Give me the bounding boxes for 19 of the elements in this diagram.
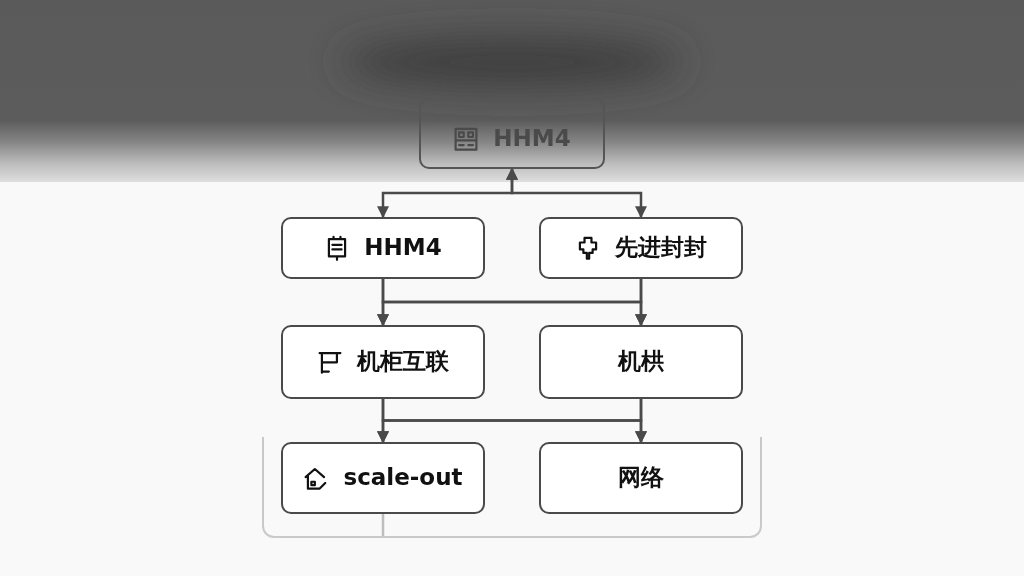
- node-label: scale-out: [343, 464, 463, 492]
- node-label: 机栱: [618, 348, 664, 376]
- node-label: 机柜互联: [357, 348, 449, 376]
- process-box: [539, 442, 743, 514]
- node-label: 先进封封: [615, 234, 707, 262]
- arrow: [635, 279, 647, 327]
- arrow: [635, 399, 647, 444]
- process-box: [281, 442, 485, 514]
- group-frame: [262, 437, 762, 538]
- process-box: [281, 217, 485, 279]
- node-label: HHM4: [364, 234, 442, 262]
- process-box: [539, 325, 743, 399]
- node-label: 网络: [618, 464, 664, 492]
- process-box: [419, 98, 605, 169]
- arrow: [506, 167, 647, 219]
- process-box: [281, 325, 485, 399]
- connector-line: [381, 514, 385, 538]
- node-label: HHM4: [493, 124, 571, 153]
- process-box: [539, 217, 743, 279]
